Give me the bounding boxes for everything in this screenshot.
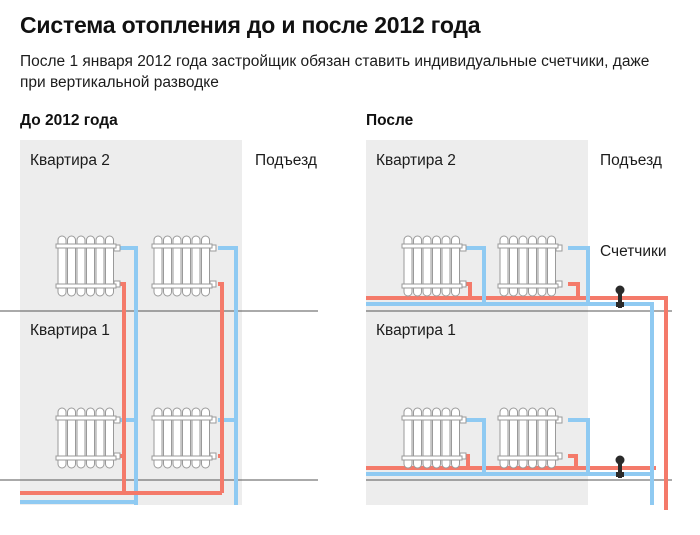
radiator-after-bottom-left (401, 407, 467, 469)
page-title: Система отопления до и после 2012 года (20, 12, 481, 38)
meter-icon-top (615, 285, 625, 308)
after-apartment-2-label: Квартира 2 (376, 152, 456, 169)
hot-pipe-after (366, 282, 668, 510)
before-apartment-2-label: Квартира 2 (30, 152, 110, 169)
radiator-after-top-left (401, 235, 467, 297)
cold-pipe-after (366, 246, 654, 505)
radiator-after-bottom-right (497, 407, 563, 469)
before-heading: До 2012 года (20, 112, 118, 129)
radiator-before-bottom-right (151, 407, 217, 469)
radiator-before-top-right (151, 235, 217, 297)
radiator-after-top-right (497, 235, 563, 297)
page-subtitle: После 1 января 2012 года застройщик обяз… (20, 53, 650, 91)
after-heading: После (366, 112, 414, 129)
meter-icon-bottom (615, 455, 625, 478)
cold-pipe-before (20, 246, 238, 505)
after-apartment-1-label: Квартира 1 (376, 322, 456, 339)
before-apartment-1-label: Квартира 1 (30, 322, 110, 339)
after-entrance-label: Подъезд (600, 152, 662, 169)
radiator-before-top-left (55, 235, 121, 297)
radiator-before-bottom-left (55, 407, 121, 469)
meters-label: Счетчики (600, 243, 667, 260)
before-entrance-label: Подъезд (255, 152, 317, 169)
hot-pipe-before (20, 282, 224, 495)
